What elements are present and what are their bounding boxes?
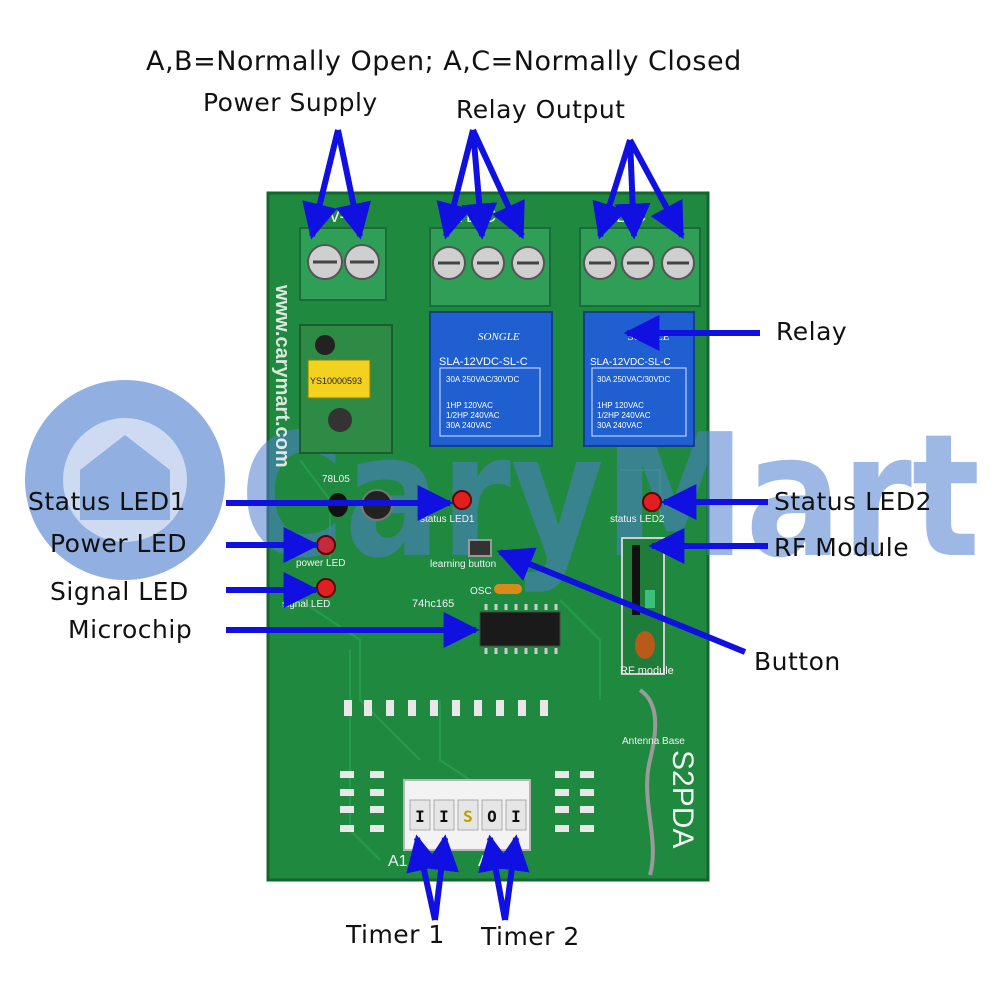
relay2-part: SLA-12VDC-SL-C xyxy=(590,357,671,368)
relay2-rating-2: 1HP 120VAC xyxy=(597,401,644,410)
learning-button-silk: learning button xyxy=(430,559,496,570)
learning-button xyxy=(468,539,492,557)
smd-row-resistors xyxy=(340,771,594,832)
relay-1 xyxy=(429,311,553,447)
status-led1 xyxy=(452,490,472,510)
power-terminal-block xyxy=(299,227,387,301)
relay2-rating-3: 1/2HP 240VAC xyxy=(597,411,651,420)
power-module xyxy=(299,324,393,454)
callout-arrows xyxy=(226,128,768,921)
relay1-rating-3: 1/2HP 240VAC xyxy=(446,411,500,420)
relay2-terminal-block xyxy=(579,227,701,307)
regulator-silk: 78L05 xyxy=(322,474,350,485)
dip-letter-1: I xyxy=(415,807,425,826)
callout-relay-output: Relay Output xyxy=(456,95,626,124)
url-silk: www.carymart.com xyxy=(271,284,293,468)
osc-crystal xyxy=(494,584,522,594)
relay1-rating-2: 1HP 120VAC xyxy=(446,401,493,410)
watermark-logo xyxy=(25,380,225,580)
relay1-terminal-silk: A B C xyxy=(450,206,496,226)
power-led-silk: power LED xyxy=(296,558,345,569)
osc-silk: OSC xyxy=(470,586,492,597)
model-silk: S2PDA xyxy=(666,750,699,848)
relay1-rating-1: 30A 250VAC/30VDC xyxy=(446,375,519,384)
callout-status-led1: Status LED1 xyxy=(28,487,186,516)
power-module-code: YS10000593 xyxy=(310,376,362,386)
timer-silk-1: A1 xyxy=(388,853,408,870)
signal-led xyxy=(316,578,336,598)
dip-letter-3: S xyxy=(463,807,473,826)
status-led1-silk: status LED1 xyxy=(420,514,475,525)
dip-letter-4: O xyxy=(487,807,497,826)
callout-button: Button xyxy=(754,647,841,676)
callout-power-supply: Power Supply xyxy=(203,88,378,117)
pcb-board xyxy=(266,191,710,882)
status-led2-silk: status LED2 xyxy=(610,514,665,525)
callout-signal-led: Signal LED xyxy=(50,577,189,606)
smd-row-leds xyxy=(344,700,548,716)
antenna-wire xyxy=(638,688,658,876)
callout-microchip: Microchip xyxy=(68,615,193,644)
callout-rf-module: RF Module xyxy=(774,533,910,562)
antenna-silk: Antenna Base xyxy=(622,736,685,747)
relay2-rating-1: 30A 250VAC/30VDC xyxy=(597,375,670,384)
power-led xyxy=(316,535,336,555)
signal-led-silk: signal LED xyxy=(282,599,330,610)
callout-relay: Relay xyxy=(776,317,848,346)
relay1-rating-4: 30A 240VAC xyxy=(446,421,491,430)
relay1-terminal-block xyxy=(429,227,551,307)
header-note: A,B=Normally Open; A,C=Normally Closed xyxy=(146,46,742,77)
dip-letter-2: I xyxy=(439,807,449,826)
relay1-brand: SONGLE xyxy=(478,331,520,343)
callout-power-led: Power LED xyxy=(50,529,188,558)
power-terminal-silk: +V- xyxy=(318,206,346,226)
callout-status-led2: Status LED2 xyxy=(774,487,932,516)
callout-timer2: Timer 2 xyxy=(481,922,580,951)
status-led2 xyxy=(642,492,662,512)
dip-letter-5: I xyxy=(511,807,521,826)
microchip xyxy=(479,604,561,654)
relay1-part: SLA-12VDC-SL-C xyxy=(439,356,528,368)
callout-timer1: Timer 1 xyxy=(346,920,445,949)
chip-silk: 74hc165 xyxy=(412,598,454,610)
relay2-rating-4: 30A 240VAC xyxy=(597,421,642,430)
rf-module-silk: RF module xyxy=(620,665,674,677)
